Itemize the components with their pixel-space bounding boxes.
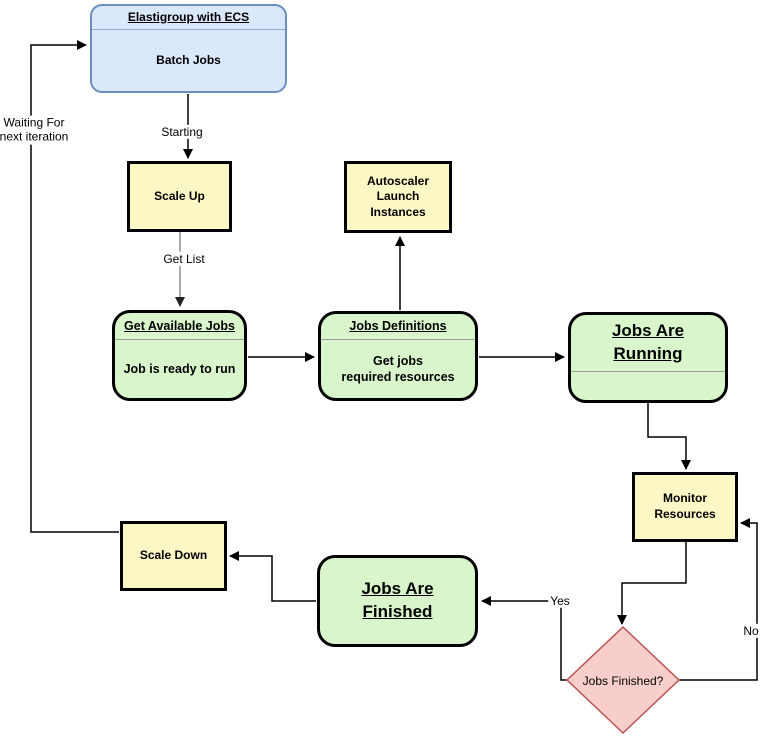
node-monitor-resources: Monitor Resources	[632, 472, 738, 542]
node-scale-down: Scale Down	[120, 521, 227, 591]
edge-label-no: No	[741, 623, 761, 639]
edge-label-waiting: Waiting For next iteration	[0, 115, 71, 145]
node-get-available-jobs: Get Available Jobs Job is ready to run	[112, 310, 247, 401]
edge-yes	[481, 596, 568, 681]
decision-diamond	[565, 625, 681, 735]
node-jobs-are-finished-title: Jobs Are Finished	[361, 579, 434, 621]
node-jobs-are-finished: Jobs Are Finished	[317, 555, 478, 647]
edge-label-starting: Starting	[159, 124, 205, 140]
node-batch-jobs-body: Batch Jobs	[156, 52, 221, 67]
edge-no	[679, 518, 758, 681]
edge-label-yes: Yes	[548, 593, 572, 609]
node-get-available-jobs-body: Job is ready to run	[123, 361, 236, 376]
node-batch-jobs-title: Elastigroup with ECS	[127, 9, 250, 24]
node-autoscaler: Autoscaler Launch Instances	[344, 161, 452, 233]
edge-monitor-to-decision	[617, 542, 687, 625]
edge-running-to-monitor	[647, 403, 691, 470]
edge-finished-to-scaledown	[229, 551, 316, 602]
node-batch-jobs: Elastigroup with ECS Batch Jobs	[90, 4, 287, 93]
edge-waiting-loop	[30, 40, 119, 533]
node-jobs-definitions-body: Get jobs required resources	[341, 353, 455, 384]
node-monitor-resources-label: Monitor Resources	[654, 491, 716, 521]
node-scale-up-label: Scale Up	[154, 188, 205, 203]
node-scale-down-label: Scale Down	[139, 548, 208, 563]
node-jobs-definitions-title: Jobs Definitions	[349, 319, 447, 334]
decision-label: Jobs Finished?	[582, 674, 664, 688]
node-get-available-jobs-title: Get Available Jobs	[124, 318, 235, 333]
node-jobs-are-running-title: Jobs Are Running	[611, 321, 685, 363]
node-jobs-are-running: Jobs Are Running	[568, 312, 728, 403]
node-jobs-definitions: Jobs Definitions Get jobs required resou…	[318, 311, 478, 401]
node-jobs-are-running-body	[571, 372, 725, 400]
node-autoscaler-label: Autoscaler Launch Instances	[366, 173, 430, 219]
edge-label-get-list: Get List	[161, 251, 207, 267]
node-scale-up: Scale Up	[127, 161, 232, 232]
